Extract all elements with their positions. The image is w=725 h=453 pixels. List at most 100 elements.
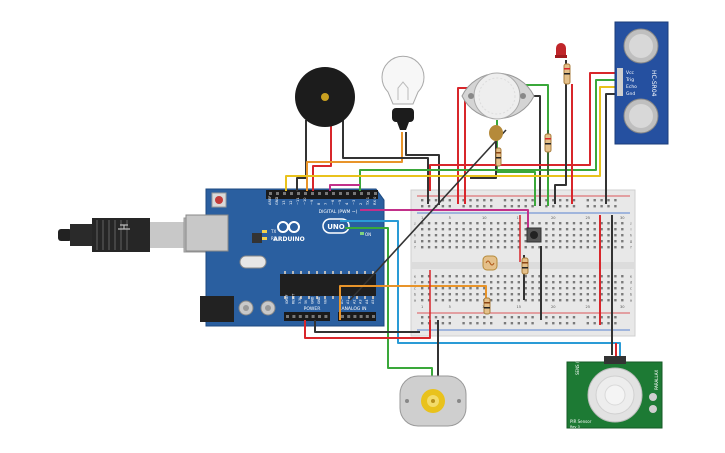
breadboard-rail-hole[interactable] [572, 322, 576, 325]
breadboard-rail-hole[interactable] [469, 205, 472, 208]
breadboard-hole[interactable] [490, 275, 493, 278]
breadboard-hole[interactable] [517, 240, 520, 243]
breadboard-hole[interactable] [462, 299, 465, 302]
breadboard-rail-hole[interactable] [565, 199, 569, 202]
arduino-pin[interactable] [353, 192, 356, 195]
breadboard-hole[interactable] [427, 287, 431, 290]
breadboard-hole[interactable] [455, 281, 458, 284]
breadboard-rail-hole[interactable] [483, 205, 486, 208]
breadboard-rail-hole[interactable] [427, 316, 431, 319]
breadboard-hole[interactable] [496, 246, 500, 249]
power-pin[interactable] [311, 315, 315, 318]
breadboard-hole[interactable] [483, 281, 486, 284]
breadboard-hole[interactable] [572, 281, 576, 284]
breadboard-rail-hole[interactable] [545, 199, 548, 202]
breadboard-rail-hole[interactable] [586, 205, 589, 208]
breadboard-hole[interactable] [462, 234, 465, 237]
breadboard-hole[interactable] [434, 275, 438, 278]
breadboard-rail-hole[interactable] [614, 322, 617, 325]
breadboard-hole[interactable] [517, 228, 520, 231]
breadboard-hole[interactable] [469, 281, 472, 284]
breadboard-hole[interactable] [490, 281, 493, 284]
breadboard-hole[interactable] [586, 287, 589, 290]
breadboard-hole[interactable] [531, 246, 534, 249]
breadboard-rail-hole[interactable] [441, 205, 445, 208]
breadboard-hole[interactable] [586, 293, 589, 296]
breadboard-hole[interactable] [462, 281, 465, 284]
breadboard-rail-hole[interactable] [552, 199, 555, 202]
breadboard-rail-hole[interactable] [565, 205, 569, 208]
breadboard-rail-hole[interactable] [545, 205, 548, 208]
breadboard-hole[interactable] [455, 222, 458, 225]
breadboard-hole[interactable] [469, 299, 472, 302]
breadboard-hole[interactable] [517, 246, 520, 249]
breadboard-hole[interactable] [510, 275, 514, 278]
breadboard-hole[interactable] [621, 299, 624, 302]
breadboard-hole[interactable] [434, 281, 438, 284]
breadboard-hole[interactable] [600, 287, 603, 290]
breadboard-hole[interactable] [559, 275, 562, 278]
breadboard-rail-hole[interactable] [559, 205, 562, 208]
breadboard-hole[interactable] [545, 234, 548, 237]
breadboard-hole[interactable] [621, 287, 624, 290]
breadboard-hole[interactable] [565, 240, 569, 243]
breadboard-rail-hole[interactable] [510, 205, 514, 208]
breadboard-hole[interactable] [427, 228, 431, 231]
breadboard-rail-hole[interactable] [524, 316, 527, 319]
breadboard-rail-hole[interactable] [607, 199, 610, 202]
breadboard-rail-hole[interactable] [517, 322, 520, 325]
breadboard-hole[interactable] [600, 222, 603, 225]
breadboard-hole[interactable] [538, 293, 541, 296]
breadboard-hole[interactable] [483, 246, 486, 249]
breadboard-hole[interactable] [490, 299, 493, 302]
breadboard-hole[interactable] [496, 293, 500, 296]
breadboard-hole[interactable] [510, 281, 514, 284]
power-pin[interactable] [298, 315, 302, 318]
breadboard-hole[interactable] [441, 275, 445, 278]
breadboard-rail-hole[interactable] [503, 205, 507, 208]
breadboard-hole[interactable] [572, 293, 576, 296]
breadboard-hole[interactable] [469, 222, 472, 225]
breadboard-hole[interactable] [593, 287, 596, 290]
breadboard-rail-hole[interactable] [531, 322, 534, 325]
breadboard-hole[interactable] [565, 287, 569, 290]
breadboard-hole[interactable] [503, 281, 507, 284]
breadboard-rail-hole[interactable] [448, 205, 451, 208]
power-pin[interactable] [292, 315, 296, 318]
breadboard-hole[interactable] [552, 287, 555, 290]
breadboard-hole[interactable] [427, 240, 431, 243]
breadboard-rail-hole[interactable] [448, 322, 451, 325]
breadboard-rail-hole[interactable] [476, 199, 479, 202]
breadboard-hole[interactable] [503, 240, 507, 243]
breadboard-hole[interactable] [490, 287, 493, 290]
breadboard-hole[interactable] [607, 228, 610, 231]
breadboard-hole[interactable] [517, 234, 520, 237]
breadboard-hole[interactable] [427, 299, 431, 302]
breadboard-hole[interactable] [469, 228, 472, 231]
breadboard-hole[interactable] [552, 234, 555, 237]
breadboard-hole[interactable] [621, 222, 624, 225]
breadboard-hole[interactable] [531, 299, 534, 302]
breadboard-rail-hole[interactable] [483, 322, 486, 325]
breadboard-hole[interactable] [517, 275, 520, 278]
breadboard-rail-hole[interactable] [441, 316, 445, 319]
breadboard-rail-hole[interactable] [559, 322, 562, 325]
breadboard-hole[interactable] [469, 246, 472, 249]
power-pin[interactable] [318, 315, 321, 318]
breadboard-hole[interactable] [559, 240, 562, 243]
breadboard-hole[interactable] [524, 281, 527, 284]
breadboard-hole[interactable] [614, 281, 617, 284]
breadboard-rail-hole[interactable] [476, 322, 479, 325]
breadboard-hole[interactable] [524, 287, 527, 290]
arduino-pin[interactable] [290, 192, 293, 195]
breadboard-hole[interactable] [476, 222, 479, 225]
breadboard-hole[interactable] [476, 275, 479, 278]
breadboard-rail-hole[interactable] [531, 205, 534, 208]
breadboard-hole[interactable] [441, 299, 445, 302]
arduino-pin[interactable] [269, 192, 272, 195]
breadboard-hole[interactable] [434, 240, 438, 243]
breadboard-hole[interactable] [455, 293, 458, 296]
breadboard-hole[interactable] [559, 228, 562, 231]
analog-pin[interactable] [365, 315, 369, 318]
arduino-pin[interactable] [325, 192, 328, 195]
